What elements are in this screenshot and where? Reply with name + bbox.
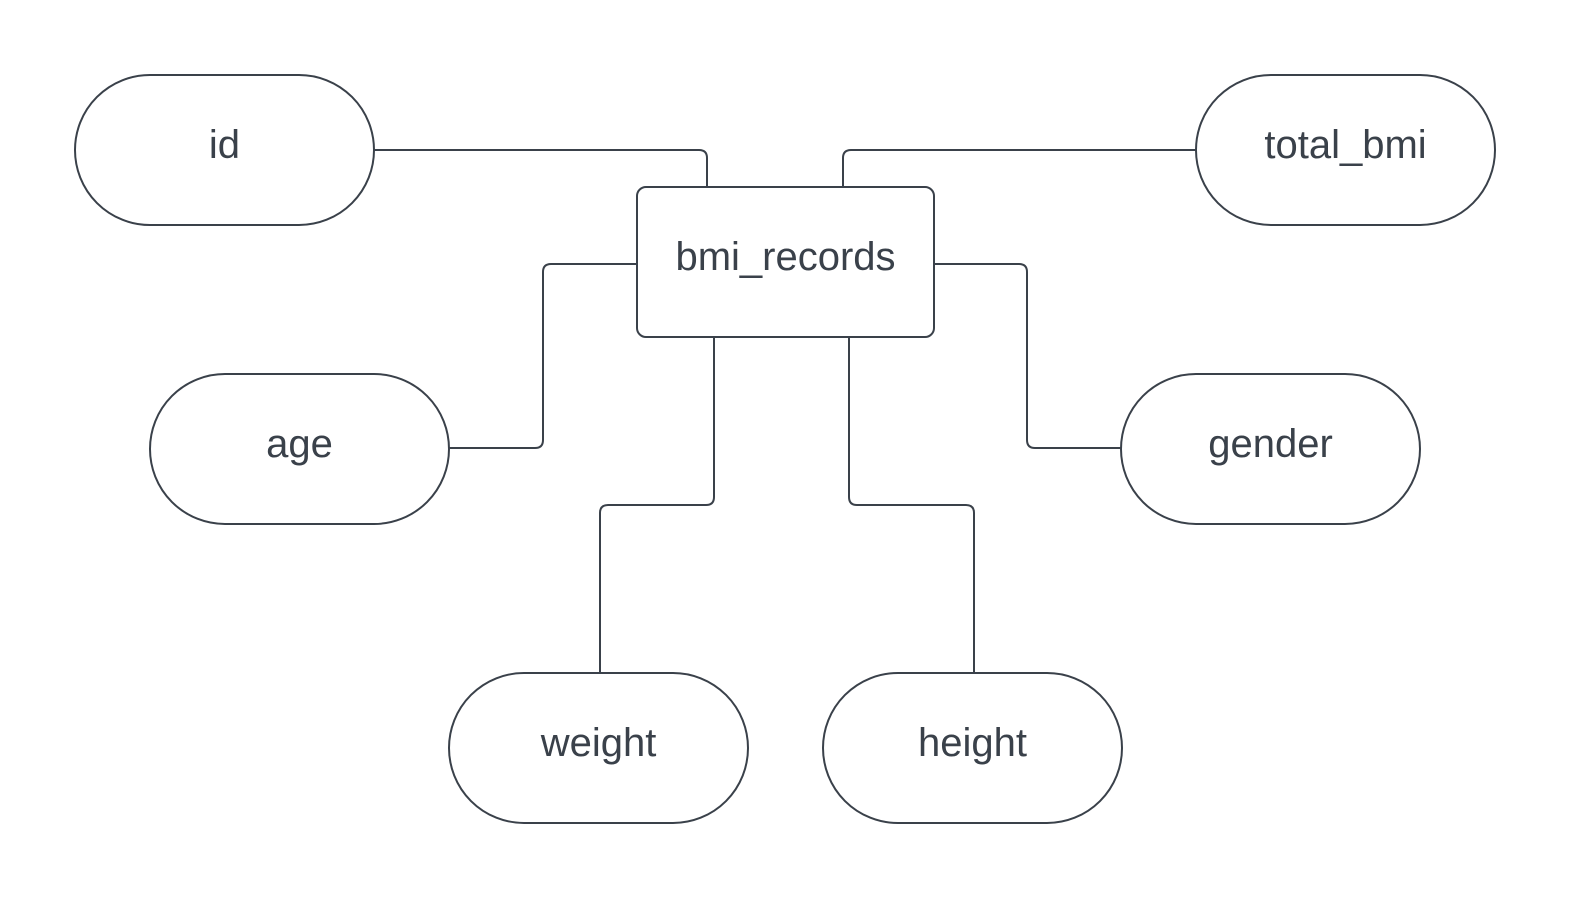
attribute-id[interactable]: id: [74, 74, 375, 226]
connector-id: [374, 149, 708, 187]
attribute-pill: [1120, 373, 1421, 525]
attribute-label-id: id: [209, 123, 240, 167]
attribute-label-height: height: [918, 721, 1027, 765]
attribute-label-total-bmi: total_bmi: [1264, 123, 1426, 167]
attribute-weight[interactable]: weight: [448, 672, 749, 824]
attribute-pill: [822, 672, 1123, 824]
connector-age: [449, 263, 637, 449]
attribute-age[interactable]: age: [149, 373, 450, 525]
attribute-label-weight: weight: [540, 721, 657, 765]
connector-gender: [934, 263, 1121, 449]
attribute-pill: [74, 74, 375, 226]
connector-total-bmi: [842, 149, 1196, 187]
attribute-gender[interactable]: gender: [1120, 373, 1421, 525]
entity-label: bmi_records: [675, 235, 895, 279]
attribute-pill: [448, 672, 749, 824]
attribute-pill: [1195, 74, 1496, 226]
attribute-total-bmi[interactable]: total_bmi: [1195, 74, 1496, 226]
attribute-label-gender: gender: [1208, 422, 1333, 466]
entity-bmi-records[interactable]: bmi_records: [636, 186, 935, 338]
attribute-height[interactable]: height: [822, 672, 1123, 824]
connector-height: [848, 337, 975, 673]
attribute-pill: [149, 373, 450, 525]
entity-box: [636, 186, 935, 338]
attribute-label-age: age: [266, 422, 333, 466]
connector-weight: [599, 337, 715, 673]
